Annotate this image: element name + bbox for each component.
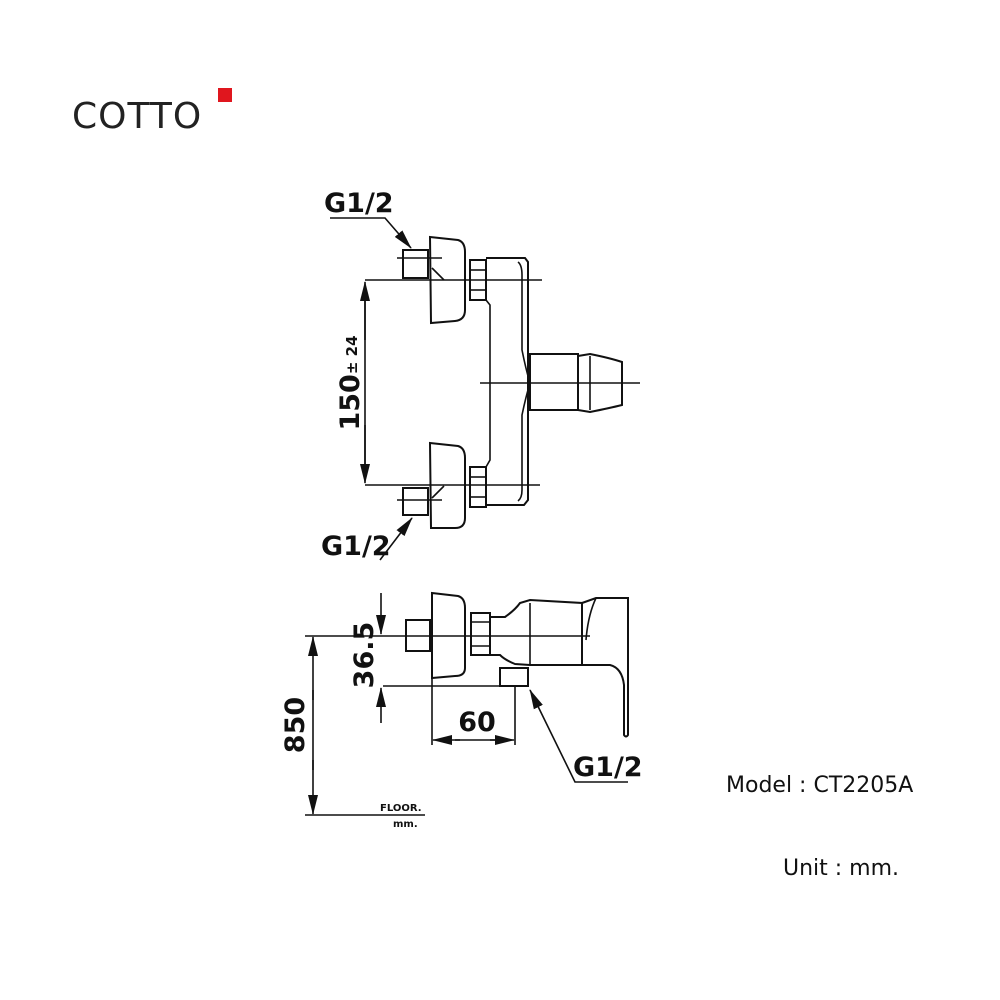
side-lever xyxy=(581,597,629,738)
outlet-label: G1/2 xyxy=(573,752,643,783)
body xyxy=(486,257,529,506)
inlet-bottom-label: G1/2 xyxy=(321,531,391,562)
nut-bottom xyxy=(469,466,487,508)
side-escutcheon xyxy=(431,591,466,680)
depth-dimension: 60 xyxy=(458,707,496,738)
escutcheon-bottom xyxy=(428,441,466,529)
height-dimension: 850 xyxy=(280,697,311,753)
brand-logo-square xyxy=(218,88,232,102)
outlet-leader xyxy=(529,689,628,783)
handle-base xyxy=(529,353,579,411)
top-view: G1/2 G1/2 xyxy=(321,188,640,562)
side-body xyxy=(490,598,583,666)
side-outlet-nut xyxy=(499,667,529,687)
offset-dimension: 36.5 xyxy=(349,622,380,689)
side-nut xyxy=(470,612,491,656)
inlet-bottom-leader xyxy=(379,517,413,561)
brand-logo: COTTO xyxy=(72,96,203,137)
spacing-dimension: 150± 24 xyxy=(335,335,366,430)
inlet-top-leader xyxy=(330,217,412,249)
escutcheon-top xyxy=(428,235,466,325)
inlet-bottom-nut xyxy=(402,487,429,516)
floor-label: FLOOR. xyxy=(380,803,422,814)
model-text: Model : CT2205A xyxy=(726,773,914,798)
side-view: 36.5 60 G1/2 850 FLOOR. mm. xyxy=(280,591,643,830)
floor-unit: mm. xyxy=(393,819,418,830)
inlet-top-label: G1/2 xyxy=(324,188,394,219)
unit-text: Unit : mm. xyxy=(783,856,900,881)
inlet-top-nut xyxy=(402,249,429,279)
